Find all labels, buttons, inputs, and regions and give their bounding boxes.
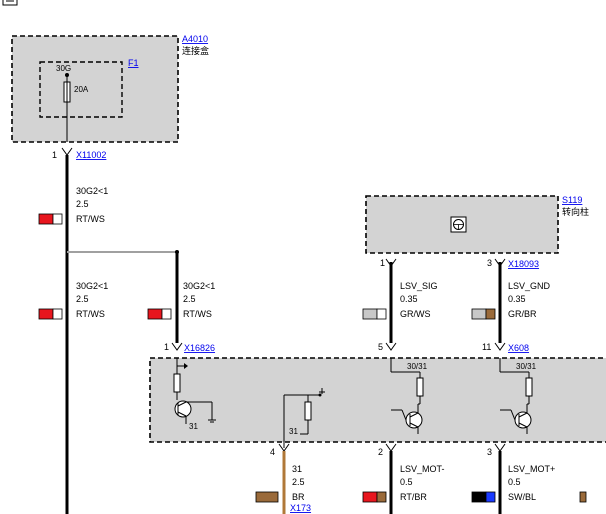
a4010-box [11,35,179,143]
resistor-icon [283,388,325,448]
x16826-symbol [171,342,183,351]
w7-color-swatch [362,491,387,503]
f1-rating: 20A [74,85,89,94]
w8-signal: LSV_MOT+ [508,464,555,474]
w4-color-swatch [362,308,387,320]
x16826-link[interactable]: X16826 [184,343,215,353]
x173-link[interactable]: X173 [290,503,311,513]
x608-pin-11: 11 [482,342,491,352]
control-module-box [149,357,606,443]
x11002-pin: 1 [52,150,57,160]
w7-color: RT/BR [400,492,427,502]
w1-gauge: 2.5 [76,199,89,209]
w4-color: GR/WS [400,309,431,319]
internal-30-31-b: 30/31 [516,362,537,371]
x18093-pin-1: 1 [380,258,385,268]
gnd-label-2: 31 [289,427,298,436]
a4010-name: 连接盒 [182,45,209,56]
w5-color-swatch [471,308,496,320]
w2-gauge: 2.5 [76,294,89,304]
w3-signal: 30G2<1 [183,281,215,291]
steering-column-icon [450,216,467,233]
w4-gauge: 0.35 [400,294,418,304]
f1-terminal: 30G [56,64,71,73]
gnd-label-1: 31 [189,422,198,431]
f1-box [39,61,123,118]
x608-symbol-5 [385,342,397,351]
f1-link[interactable]: F1 [128,58,139,68]
transistor-icon [390,358,424,434]
w6-signal: 31 [292,464,302,474]
x173-pin: 4 [270,447,275,457]
w3-gauge: 2.5 [183,294,196,304]
w6-color-swatch [255,491,279,503]
w5-signal: LSV_GND [508,281,551,291]
bottom-symbol-3 [494,443,506,452]
w8-color-swatch [471,491,496,503]
w1-color-swatch [38,213,63,225]
w2-color-swatch [38,308,63,320]
x18093-pin-3: 3 [487,258,492,268]
w6-gauge: 2.5 [292,477,305,487]
w3-color: RT/WS [183,309,212,319]
w5-gauge: 0.35 [508,294,526,304]
bottom-symbol-2 [385,443,397,452]
transistor-icon [499,358,533,434]
x16826-pin: 1 [164,342,169,352]
x608-link[interactable]: X608 [508,343,529,353]
w1-signal: 30G2<1 [76,186,108,196]
w7-gauge: 0.5 [400,477,413,487]
w6-color: BR [292,492,305,502]
s119-name: 转向柱 [562,206,589,217]
w2-color: RT/WS [76,309,105,319]
x608-symbol-11 [494,342,506,351]
x18093-link[interactable]: X18093 [508,259,539,269]
s119-link[interactable]: S119 [562,195,582,205]
internal-30-31-a: 30/31 [407,362,428,371]
x11002-link[interactable]: X11002 [76,150,106,160]
a4010-link[interactable]: A4010 [182,34,208,44]
w7-signal: LSV_MOT- [400,464,445,474]
w3-color-swatch [147,308,172,320]
bottom-pin-3: 3 [487,447,492,457]
edge-color-swatch [579,491,587,503]
w2-signal: 30G2<1 [76,281,108,291]
w8-gauge: 0.5 [508,477,521,487]
w4-signal: LSV_SIG [400,281,438,291]
w5-color: GR/BR [508,309,537,319]
document-icon[interactable] [2,0,18,6]
transistor-icon [173,358,216,424]
fuse-icon [63,75,71,142]
w1-color: RT/WS [76,214,105,224]
x11002-symbol [61,147,73,156]
w8-color: SW/BL [508,492,536,502]
bottom-pin-2: 2 [378,447,383,457]
x608-pin-5: 5 [378,342,383,352]
